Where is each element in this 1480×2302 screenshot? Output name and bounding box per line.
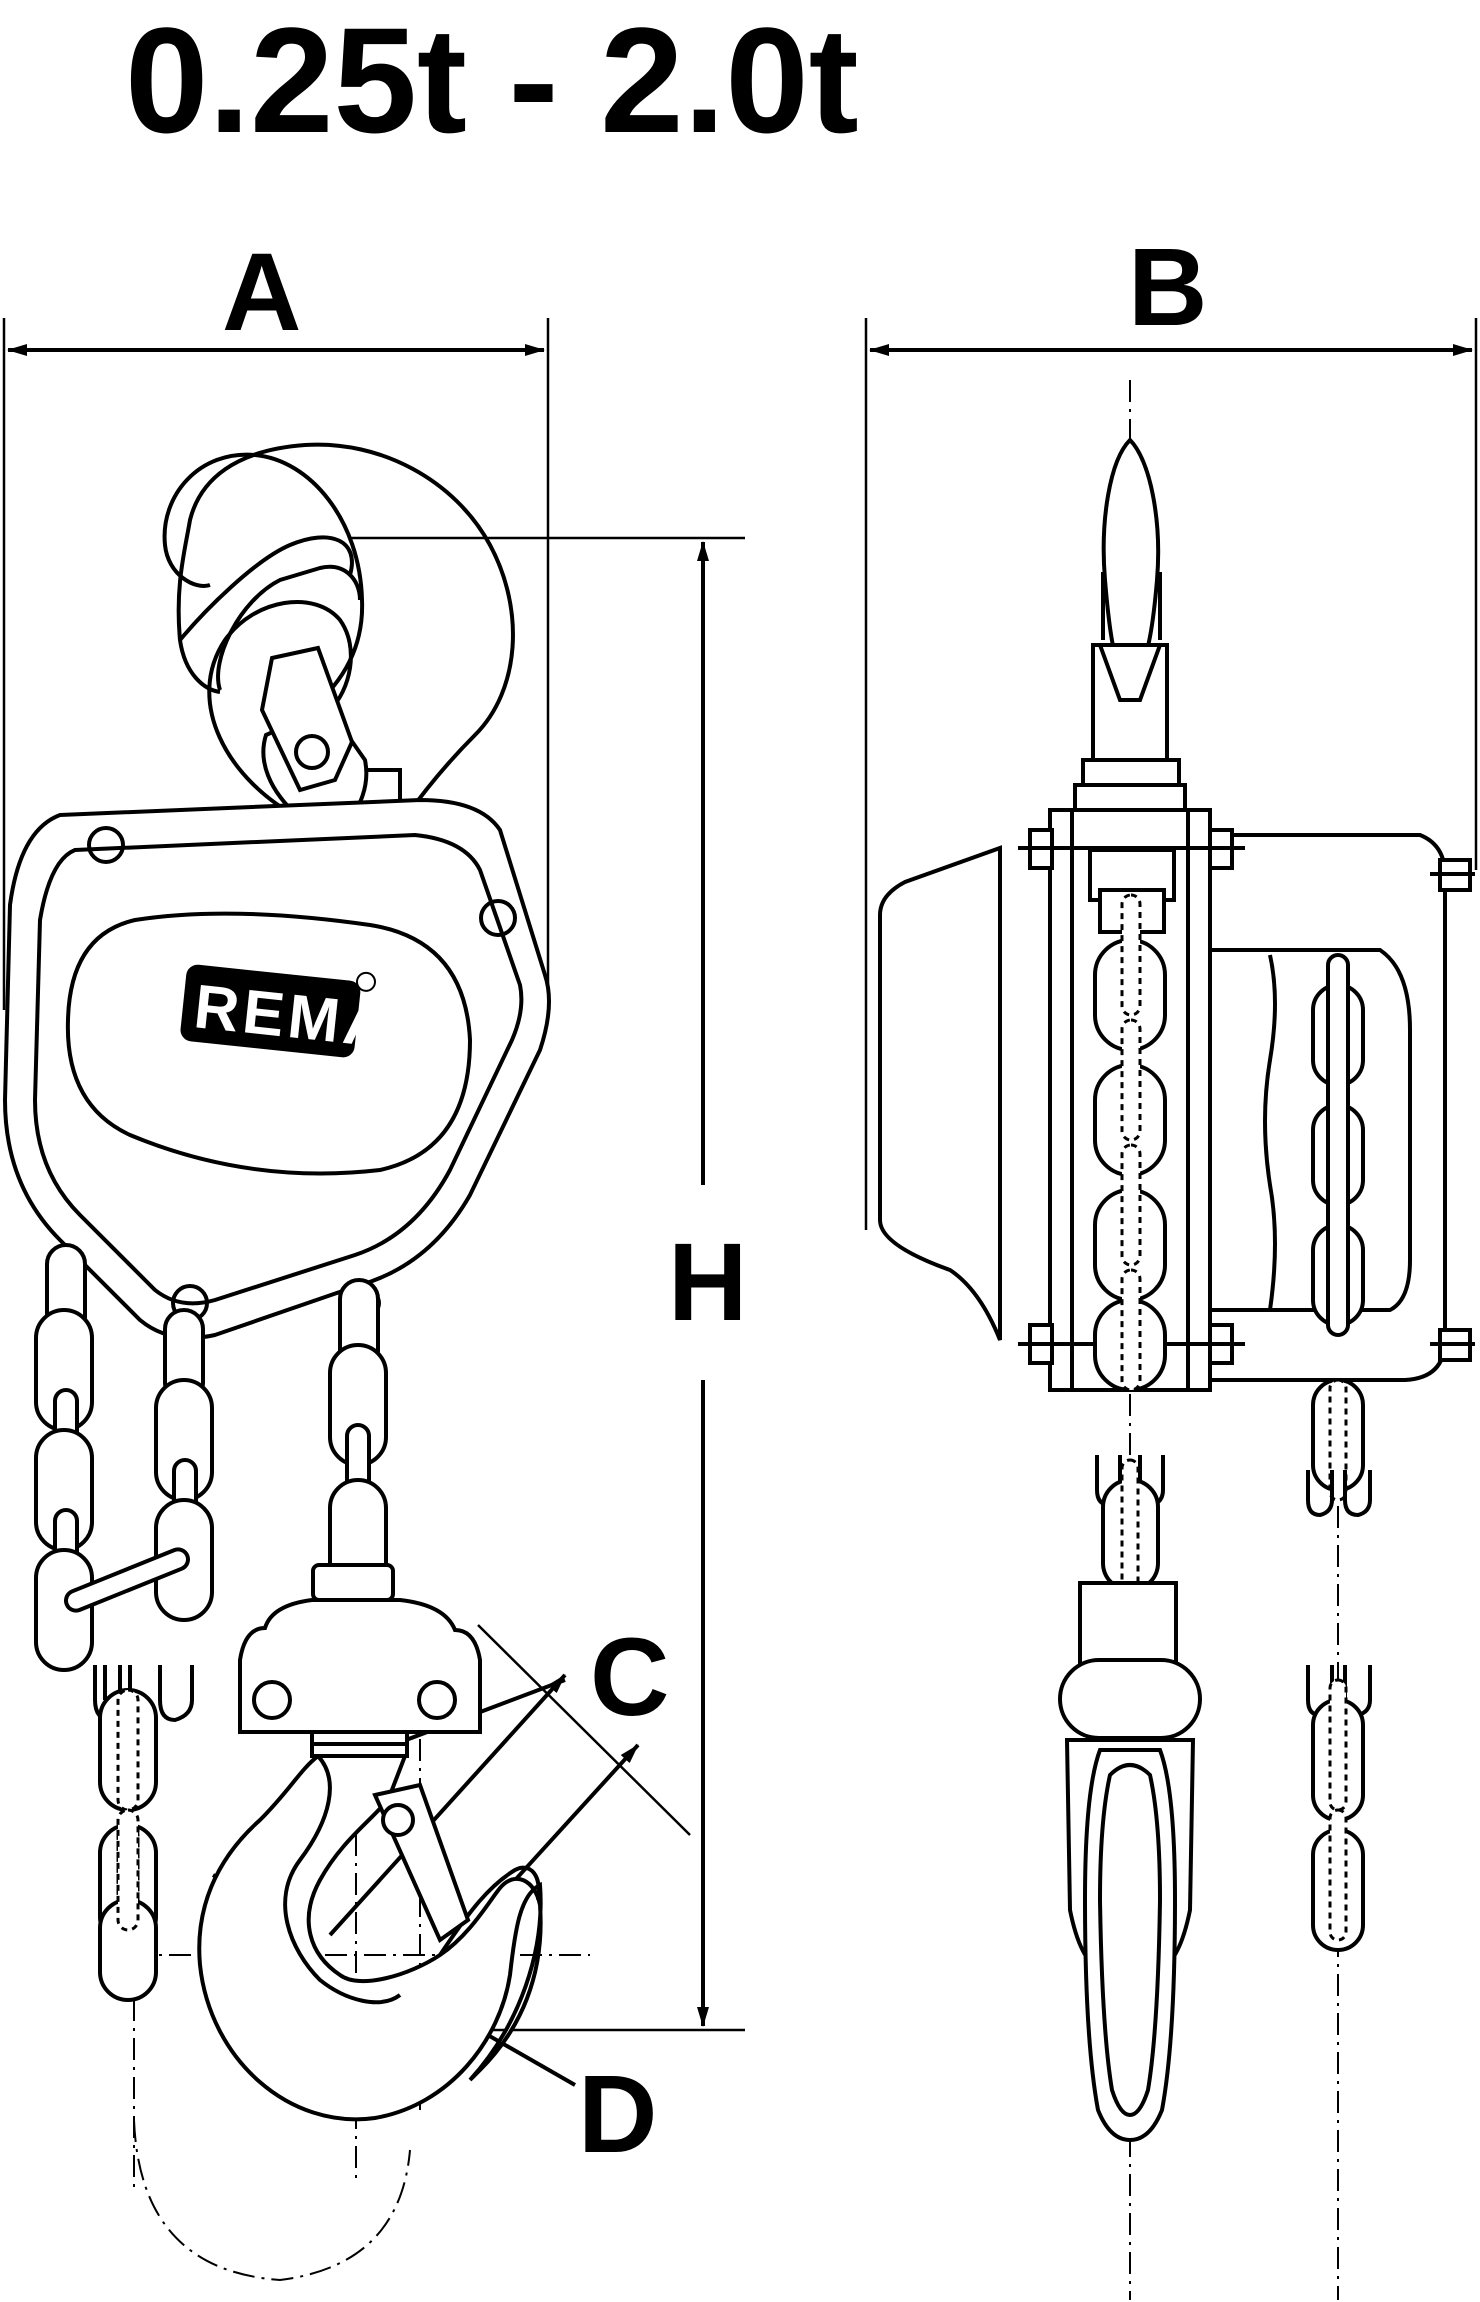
load-chain-front <box>328 1278 388 1602</box>
dimension-label-b: B <box>1128 226 1207 349</box>
rema-logo: REMA <box>175 959 396 1063</box>
hoist-body <box>2 797 551 1340</box>
dimension-label-a: A <box>222 231 301 354</box>
dimension-b: B <box>864 226 1478 1230</box>
gear-housing-side <box>878 833 1475 1382</box>
load-chain-side-body <box>1093 893 1167 1392</box>
bottom-hook-block <box>238 1563 482 1758</box>
top-hook <box>162 442 515 825</box>
side-view <box>878 380 1475 2300</box>
bottom-hook <box>197 1754 543 2122</box>
hand-chain-lower-left <box>93 1665 194 2002</box>
load-chain-side-lower <box>1095 1455 1165 1592</box>
dimension-a: A <box>2 231 550 1010</box>
dimension-label-c: C <box>590 1616 669 1739</box>
hand-chain-left <box>34 1243 214 1672</box>
dimension-label-d: D <box>578 2053 657 2176</box>
capacity-title: 0.25t - 2.0t <box>125 0 859 164</box>
bottom-hook-side <box>1058 1581 1202 2143</box>
dimension-label-h: H <box>668 1221 747 1344</box>
dimension-h: H <box>350 536 747 2032</box>
hand-chain-side-body <box>1311 953 1365 1337</box>
top-hook-side <box>1073 437 1187 867</box>
hand-chain-side-lower <box>1306 1378 1372 1952</box>
front-view: REMA <box>2 442 590 2282</box>
